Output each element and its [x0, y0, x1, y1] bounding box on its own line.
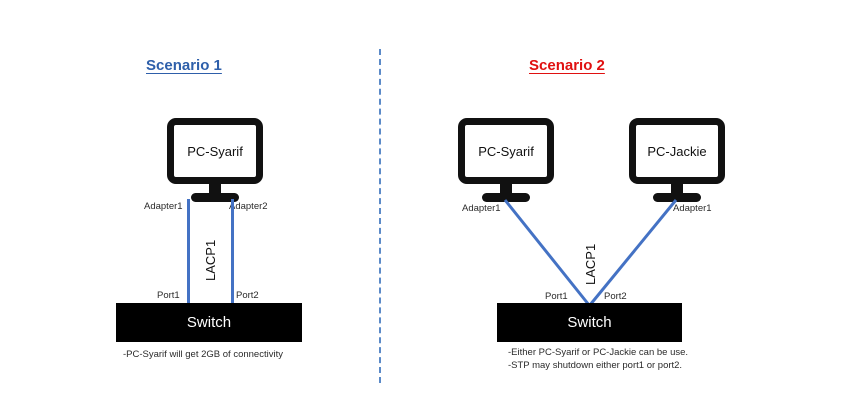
monitor-stand-neck-icon: [500, 182, 512, 195]
scenario-1-switch[interactable]: Switch: [116, 303, 302, 342]
scenario-2-switch[interactable]: Switch: [497, 303, 682, 342]
monitor-screen-icon: [629, 118, 725, 184]
monitor-stand-base-icon: [191, 193, 239, 202]
monitor-stand-base-icon: [482, 193, 530, 202]
monitor-stand-base-icon: [653, 193, 701, 202]
scenario-1-adapter2-label: Adapter2: [229, 201, 268, 212]
scenario-2-port1-label: Port1: [545, 291, 568, 302]
scenario-1-adapter1-label: Adapter1: [144, 201, 183, 212]
scenario-1-pc-syarif[interactable]: PC-Syarif: [167, 118, 263, 206]
scenario-1-title: Scenario 1: [146, 57, 222, 74]
scenario-2-pc-jackie[interactable]: PC-Jackie: [629, 118, 725, 206]
monitor-screen-icon: [458, 118, 554, 184]
monitor-screen-icon: [167, 118, 263, 184]
scenario-1-link-adapter2-port2: [231, 199, 234, 304]
scenario-2-title: Scenario 2: [529, 57, 605, 74]
scenario-1-link-adapter1-port1: [187, 199, 190, 304]
scenario-2-caption-1: -STP may shutdown either port1 or port2.: [508, 360, 683, 371]
scenario-2-port2-label: Port2: [604, 291, 627, 302]
scenario-1-port2-label: Port2: [236, 290, 259, 301]
scenario-1-port1-label: Port1: [157, 290, 180, 301]
switch-label: Switch: [186, 314, 232, 331]
scenario-2-pc-syarif-adapter1-label: Adapter1: [462, 203, 501, 214]
scenario-2-lacp-label: LACP1: [583, 243, 598, 285]
pc-label: PC-Jackie: [647, 143, 707, 159]
pc-label: PC-Syarif: [478, 143, 534, 159]
scenario-2-pc-jackie-adapter1-label: Adapter1: [673, 203, 712, 214]
scenario-2-link-jackie-port2: [588, 199, 678, 306]
pc-label: PC-Syarif: [187, 143, 243, 159]
scenario-2-pc-syarif[interactable]: PC-Syarif: [458, 118, 554, 206]
scenario-2-link-syarif-port1: [503, 199, 591, 306]
monitor-stand-neck-icon: [671, 182, 683, 195]
switch-label: Switch: [567, 314, 612, 331]
scenario-2-caption-0: -Either PC-Syarif or PC-Jackie can be us…: [508, 347, 689, 358]
scenario-1-caption-0: -PC-Syarif will get 2GB of connectivity: [123, 349, 283, 360]
scenario-divider: [379, 49, 381, 383]
monitor-stand-neck-icon: [209, 182, 221, 195]
